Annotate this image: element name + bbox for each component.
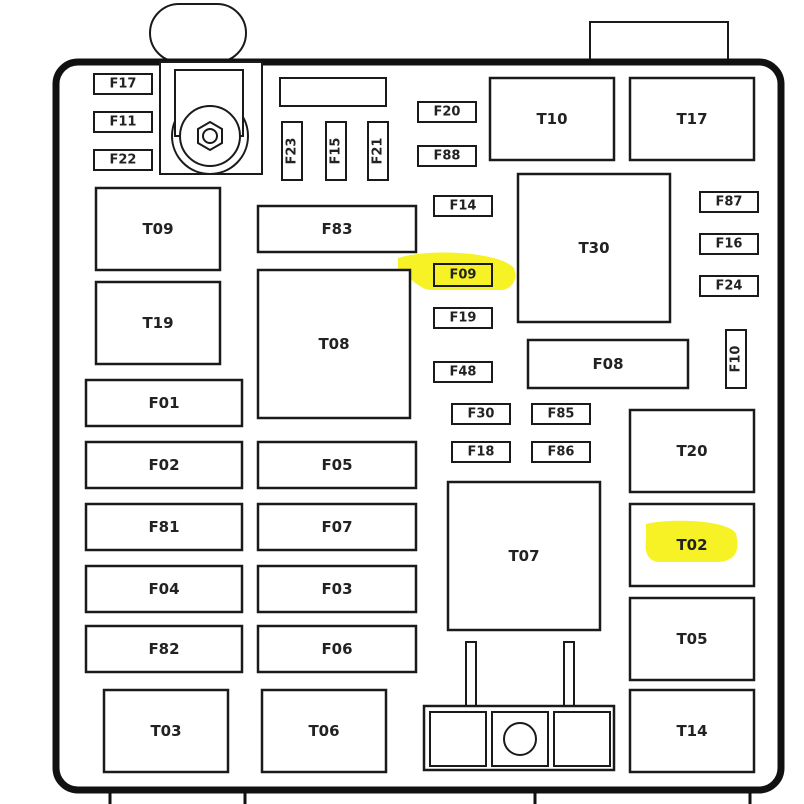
fuse-F82: F82 [84,624,244,674]
fuse-F23: F23 [281,121,303,181]
relay-T06: T06 [260,688,388,774]
relay-T17: T17 [628,76,756,162]
fuse-F85: F85 [531,403,591,425]
svg-text:F04: F04 [148,580,179,598]
fuse-F15: F15 [325,121,347,181]
svg-text:T08: T08 [318,335,349,353]
fuse-F14: F14 [433,195,493,217]
svg-text:F09: F09 [450,268,477,283]
svg-text:T30: T30 [578,239,609,257]
bolt-terminal-icon [159,61,263,175]
svg-text:T20: T20 [676,442,707,460]
svg-text:T06: T06 [308,722,339,740]
fuse-F16: F16 [699,233,759,255]
svg-text:F30: F30 [468,407,495,422]
svg-text:T07: T07 [508,547,539,565]
fuse-F09: F09 [433,263,493,287]
svg-text:F19: F19 [450,311,477,326]
relay-T14: T14 [628,688,756,774]
relay-T30: T30 [516,172,672,324]
fuse-F48: F48 [433,361,493,383]
svg-text:F02: F02 [148,456,179,474]
fuse-F81: F81 [84,502,244,552]
svg-text:T02: T02 [676,536,707,554]
fuse-F88: F88 [417,145,477,167]
svg-text:F21: F21 [371,138,386,165]
relay-T05: T05 [628,596,756,682]
fuse-F11: F11 [93,111,153,133]
fuse-F03: F03 [256,564,418,614]
svg-text:F18: F18 [468,445,495,460]
connector-pin-icon [503,722,537,756]
highlight-t02 [645,520,738,562]
svg-text:F16: F16 [716,237,743,252]
relay-T19: T19 [94,280,222,366]
relay-T03: T03 [102,688,230,774]
svg-text:F15: F15 [329,138,344,165]
svg-text:F05: F05 [321,456,352,474]
svg-text:F22: F22 [110,153,137,168]
svg-text:F88: F88 [434,149,461,164]
fuse-F30: F30 [451,403,511,425]
svg-text:F81: F81 [148,518,179,536]
fuse-F01: F01 [84,378,244,428]
relay-T07: T07 [446,480,602,632]
svg-text:F83: F83 [321,220,352,238]
svg-text:F82: F82 [148,640,179,658]
svg-text:F85: F85 [548,407,575,422]
svg-text:F07: F07 [321,518,352,536]
svg-text:F24: F24 [716,279,743,294]
relay-T02: T02 [628,502,756,588]
svg-text:F10: F10 [729,346,744,373]
fuse-F08: F08 [526,338,690,390]
blank-slot [279,77,387,107]
fuse-F04: F04 [84,564,244,614]
connector-block [422,641,616,772]
fuse-F10: F10 [725,329,747,389]
fuse-F21: F21 [367,121,389,181]
svg-text:T05: T05 [676,630,707,648]
fuse-F87: F87 [699,191,759,213]
fuse-F19: F19 [433,307,493,329]
fuse-F02: F02 [84,440,244,490]
svg-text:T03: T03 [150,722,181,740]
fuse-F20: F20 [417,101,477,123]
svg-text:T19: T19 [142,314,173,332]
fuse-F24: F24 [699,275,759,297]
svg-text:T10: T10 [536,110,567,128]
fuse-F86: F86 [531,441,591,463]
svg-text:T09: T09 [142,220,173,238]
svg-text:F06: F06 [321,640,352,658]
svg-text:F17: F17 [110,77,137,92]
svg-text:F48: F48 [450,365,477,380]
fuse-F22: F22 [93,149,153,171]
highlight-f09 [398,252,516,290]
svg-text:F03: F03 [321,580,352,598]
svg-text:F23: F23 [285,138,300,165]
svg-text:F14: F14 [450,199,477,214]
relay-T10: T10 [488,76,616,162]
svg-text:T14: T14 [676,722,707,740]
fuse-F05: F05 [256,440,418,490]
svg-text:F01: F01 [148,394,179,412]
top-round-tab [149,3,247,63]
svg-text:F86: F86 [548,445,575,460]
fuse-F06: F06 [256,624,418,674]
svg-text:F08: F08 [592,355,623,373]
relay-T09: T09 [94,186,222,272]
svg-text:F11: F11 [110,115,137,130]
fuse-F17: F17 [93,73,153,95]
fuse-F18: F18 [451,441,511,463]
relay-T08: T08 [256,268,412,420]
fuse-F07: F07 [256,502,418,552]
svg-text:F20: F20 [434,105,461,120]
relay-T20: T20 [628,408,756,494]
svg-text:F87: F87 [716,195,743,210]
svg-text:T17: T17 [676,110,707,128]
fuse-F83: F83 [256,204,418,254]
